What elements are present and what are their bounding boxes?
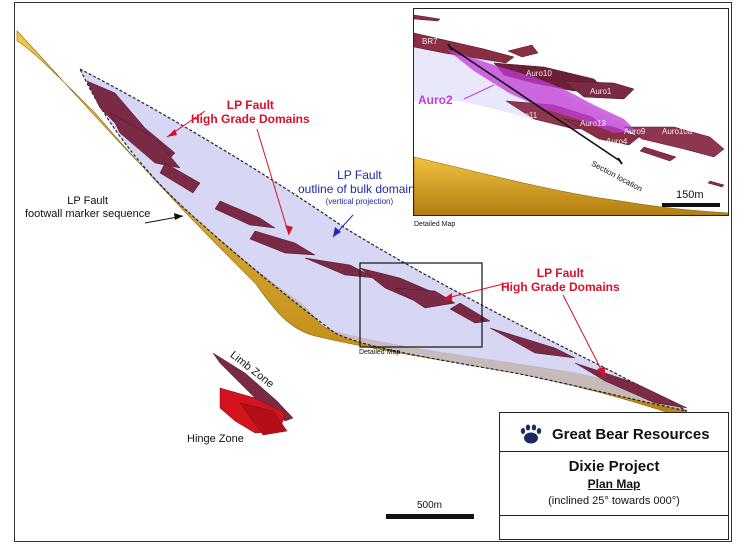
inset-label-auro10: Auro10 [526, 69, 552, 78]
leader-arrowheads [167, 129, 605, 377]
scale-bar-500m [386, 514, 474, 519]
label-hinge-zone: Hinge Zone [187, 433, 244, 445]
scale-bar-label: 500m [417, 500, 443, 511]
detailed-map-inset: BR7 Auro10 Auro1 Auro2 Auro11 Auro13 Aur… [413, 8, 729, 216]
inset-scale-label: 150m [676, 189, 704, 201]
label-detailed-map-inset: Detailed Map [414, 221, 456, 228]
inset-label-auro2: Auro2 [418, 93, 453, 107]
legend-map-type: Plan Map [587, 477, 641, 491]
hinge-zone-body [219, 387, 288, 436]
legend-divider-top [500, 451, 728, 452]
inset-scale-bar [662, 203, 720, 207]
label-lp-fault-hgd-upper: LP Fault High Grade Domains [191, 98, 310, 126]
label-footwall-marker: LP Fault footwall marker sequence [25, 195, 151, 220]
label-vertical-projection: (vertical projection) [325, 196, 394, 206]
legend-project-title: Dixie Project [568, 458, 660, 475]
inset-map-canvas [414, 14, 728, 215]
inset-auro2-domain [446, 49, 636, 133]
legend-company-name: Great Bear Resources [552, 426, 710, 443]
section-end-b [617, 157, 623, 165]
inset-auro2-leader [463, 84, 495, 100]
inset-footwall-band [414, 156, 728, 215]
inset-label-auro13: Auro13 [580, 119, 606, 128]
inset-label-auro11: Auro11 [512, 111, 538, 120]
inset-label-auro1: Auro1 [590, 87, 612, 96]
bear-paw-icon [520, 424, 542, 444]
inset-high-grade [414, 14, 725, 188]
legend-orientation: (inclined 25° towards 000°) [548, 495, 680, 507]
label-lp-fault-outline: LP Fault outline of bulk domains (vertic… [298, 168, 421, 206]
section-end-a [447, 43, 453, 51]
label-detailed-map-main: Detailed Map [359, 349, 401, 356]
bulk-domain-outline [78, 67, 688, 412]
inset-label-auro4: Auro4 [606, 137, 628, 146]
legend-divider-bottom [500, 515, 728, 516]
inset-label-auro10a: Auro10a [662, 127, 693, 136]
inset-label-br7: BR7 [422, 37, 438, 46]
legend-box: Great Bear Resources Dixie Project Plan … [499, 412, 729, 540]
detailed-map-box [359, 262, 483, 348]
high-grade-domains [86, 80, 688, 422]
label-lp-fault-hgd-right: LP Fault High Grade Domains [501, 266, 620, 294]
inset-label-auro9: Auro9 [624, 127, 646, 136]
inset-section-line [449, 46, 621, 162]
